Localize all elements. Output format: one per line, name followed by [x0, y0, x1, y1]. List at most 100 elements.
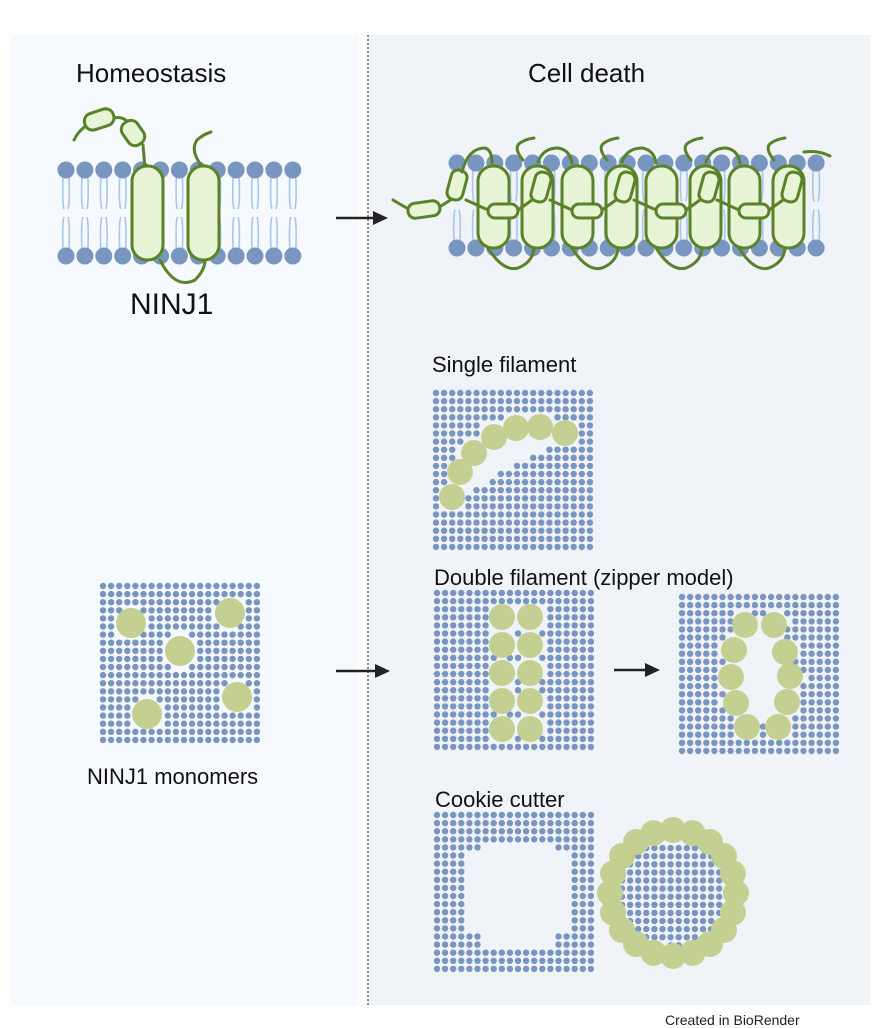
- lipid-dot: [156, 655, 163, 663]
- lipid-dot: [245, 736, 252, 744]
- lipid-dot: [562, 478, 569, 486]
- lipid-dot: [99, 615, 107, 622]
- lipid-dot: [482, 638, 489, 645]
- lipid-dot: [172, 599, 180, 606]
- lipid-dot: [683, 844, 690, 852]
- ninj1-oligomer-cell-death: [391, 136, 832, 271]
- lipid-dot: [530, 389, 537, 397]
- lipid-dot: [711, 658, 718, 665]
- lipid-dot: [695, 610, 702, 617]
- lipid-dot: [816, 618, 823, 625]
- lipid-dot: [440, 438, 448, 445]
- lipid-dot: [635, 893, 642, 900]
- lipid-dot: [213, 582, 220, 590]
- lipid-dot: [172, 623, 180, 630]
- lipid-dot: [555, 941, 562, 948]
- lipid-dot: [695, 674, 702, 682]
- lipid-dot: [156, 663, 163, 671]
- lipid-dot: [571, 892, 578, 900]
- lipid-dot: [832, 739, 840, 746]
- lipid-dot: [482, 719, 489, 726]
- lipid-dot: [800, 731, 807, 738]
- lipid-dot: [465, 406, 472, 413]
- lipid-dot: [579, 892, 586, 900]
- lipid-dot: [808, 682, 815, 690]
- lipid-dot: [686, 699, 694, 706]
- lipid-tail: [811, 209, 821, 243]
- lipid-dot: [481, 389, 488, 397]
- lipid-tail: [231, 216, 241, 251]
- lipid-dot: [719, 610, 726, 617]
- lipid-dot: [538, 519, 545, 526]
- lipid-dot: [514, 743, 522, 751]
- lipid-head: [95, 247, 113, 265]
- lipid-dot: [441, 589, 449, 597]
- lipid-dot: [99, 728, 107, 735]
- lipid-dot: [719, 593, 726, 601]
- lipid-dot: [245, 623, 252, 630]
- lipid-dot: [538, 527, 545, 534]
- lipid-dot: [205, 631, 212, 638]
- lipid-dot: [124, 590, 131, 598]
- lipid-dot: [695, 642, 702, 649]
- lipid-dot: [497, 406, 504, 413]
- lipid-dot: [686, 618, 694, 625]
- panel-divider: [367, 35, 369, 1005]
- lipid-dot: [474, 844, 481, 851]
- lipid-dot: [180, 704, 188, 711]
- lipid-dot: [180, 623, 188, 630]
- lipid-dot: [482, 695, 489, 702]
- lipid-dot: [433, 925, 441, 932]
- ninj1-monomer: [774, 689, 800, 715]
- lipid-dot: [578, 454, 585, 461]
- lipid-dot: [205, 607, 212, 614]
- lipid-dot: [497, 470, 504, 478]
- lipid-head: [227, 161, 245, 179]
- lipid-dot: [719, 707, 726, 714]
- lipid-dot: [482, 670, 489, 678]
- lipid-dot: [579, 606, 586, 613]
- lipid-dot: [579, 860, 586, 867]
- lipid-dot: [719, 715, 726, 722]
- lipid-dot: [433, 646, 441, 653]
- lipid-dot: [546, 487, 553, 494]
- lipid-dot: [735, 747, 742, 755]
- lipid-dot: [99, 663, 107, 671]
- lipid-dot: [546, 543, 553, 551]
- lipid-dot: [474, 678, 481, 686]
- lipid-dot: [197, 736, 204, 744]
- lipid-dot: [824, 650, 831, 657]
- lipid-dot: [253, 639, 261, 646]
- lipid-dot: [538, 462, 545, 470]
- lipid-dot: [531, 828, 538, 835]
- lipid-dot: [555, 687, 562, 694]
- amphipathic-helix: [529, 170, 553, 204]
- lipid-dot: [498, 743, 505, 751]
- lipid-dot: [489, 511, 496, 518]
- lipid-dot: [579, 727, 586, 734]
- lipid-dot: [132, 680, 139, 687]
- lipid-dot: [474, 687, 481, 694]
- lipid-dot: [450, 743, 457, 751]
- lipid-dot: [743, 593, 750, 601]
- loop: [460, 146, 494, 174]
- lipid-dot: [466, 597, 473, 605]
- lipid-dot: [703, 634, 710, 641]
- lipid-dot: [490, 654, 497, 661]
- lipid-dot: [441, 941, 449, 948]
- ninj1-monomer: [489, 632, 515, 658]
- lipid-dot: [172, 688, 180, 695]
- lipid-dot: [245, 639, 252, 646]
- lipid-dot: [816, 682, 823, 690]
- lipid-dot: [832, 682, 840, 690]
- lipid-dot: [563, 687, 570, 694]
- lipid-dot: [546, 503, 553, 510]
- lipid-dot: [513, 503, 521, 510]
- lipid-dot: [458, 654, 465, 661]
- lipid-dot: [554, 527, 561, 534]
- lipid-dot: [433, 957, 441, 964]
- lipid-dot: [490, 811, 497, 819]
- cell-death-title: Cell death: [528, 58, 646, 88]
- lipid-dot: [156, 607, 163, 614]
- lipid-dot: [587, 909, 595, 916]
